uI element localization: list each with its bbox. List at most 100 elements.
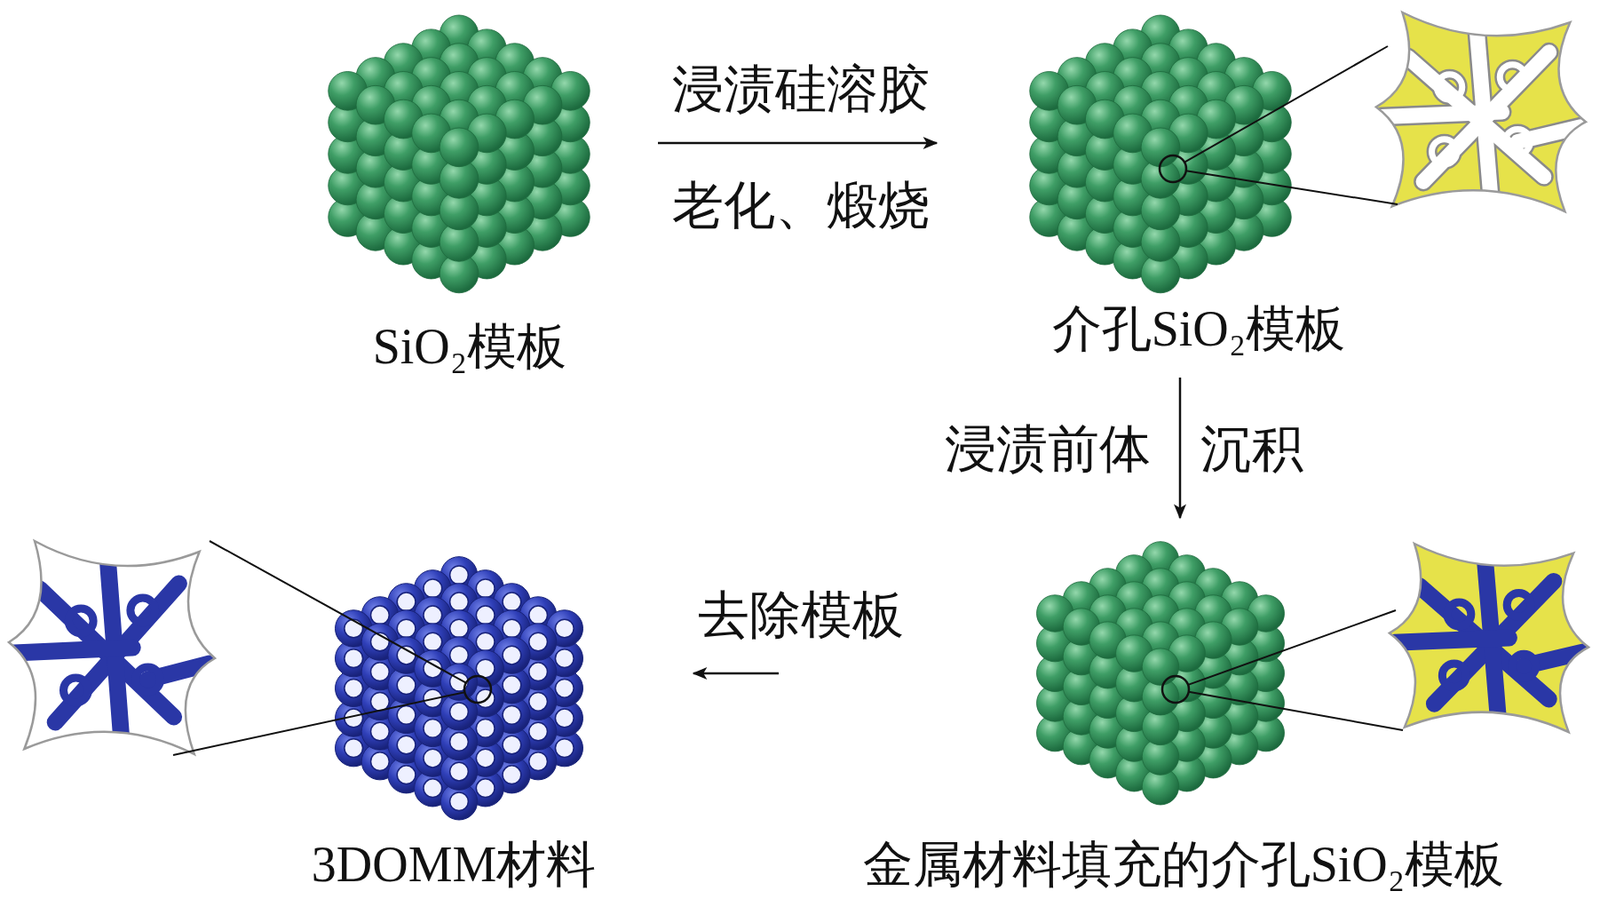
strut-ring bbox=[1436, 74, 1462, 100]
lattice-pore bbox=[450, 792, 469, 811]
lattice-pore bbox=[529, 632, 548, 651]
leader-line bbox=[1188, 609, 1396, 685]
sphere-template bbox=[1029, 15, 1292, 294]
lattice-pore bbox=[423, 578, 443, 598]
strut bbox=[1394, 637, 1510, 642]
lattice-pore bbox=[371, 662, 390, 682]
process-arrow bbox=[693, 672, 779, 675]
zoom-leader bbox=[173, 540, 492, 755]
caption-group: 金属材料填充的介孔SiO₂模板 bbox=[863, 834, 1505, 895]
leader-line bbox=[209, 540, 467, 683]
silica-sphere bbox=[439, 127, 479, 167]
lattice-pore bbox=[423, 778, 443, 798]
strut-ring bbox=[1499, 64, 1525, 90]
lattice-pore bbox=[344, 678, 364, 698]
strut bbox=[14, 647, 133, 653]
strut-ring bbox=[1512, 653, 1537, 678]
lattice-pore bbox=[475, 719, 495, 738]
lattice-pore bbox=[475, 605, 495, 625]
lattice-pore bbox=[529, 721, 548, 741]
silica-sphere bbox=[1140, 127, 1181, 167]
lattice-pore bbox=[450, 592, 469, 611]
stage-caption: 金属材料填充的介孔SiO₂模板 bbox=[863, 834, 1505, 895]
lattice-pore bbox=[396, 645, 416, 665]
zoom-circle bbox=[1159, 155, 1187, 183]
leader-line bbox=[1188, 691, 1403, 730]
step-label: 沉积 bbox=[1198, 418, 1306, 481]
lattice-pore bbox=[502, 765, 522, 785]
void-shape bbox=[1389, 543, 1589, 732]
leader-line bbox=[1184, 46, 1388, 163]
lattice-pore bbox=[344, 649, 364, 668]
lattice-pore bbox=[502, 645, 522, 665]
lattice-pore bbox=[423, 748, 443, 768]
lattice-pore bbox=[529, 691, 548, 711]
lattice-pore bbox=[554, 618, 574, 638]
lattice-pore bbox=[502, 705, 522, 725]
lattice-pore bbox=[423, 605, 443, 625]
strut-ring bbox=[130, 597, 156, 623]
lattice-pore bbox=[396, 618, 416, 638]
sphere-template bbox=[1037, 541, 1285, 805]
lattice-pore bbox=[423, 719, 443, 738]
metal-filling bbox=[1054, 559, 1267, 786]
lattice-pore bbox=[344, 738, 364, 758]
lattice-pore bbox=[475, 578, 495, 598]
strut bbox=[1381, 111, 1503, 118]
stage-box: 介孔SiO₂模板 bbox=[950, 8, 1369, 369]
step-label: 去除模板 bbox=[696, 584, 906, 647]
caption-group: 3DOMM材料 bbox=[311, 834, 596, 895]
lattice-pore bbox=[396, 592, 416, 611]
lattice-pore bbox=[475, 632, 495, 651]
strut-ring bbox=[63, 677, 88, 703]
lattice-pore bbox=[450, 761, 469, 781]
lattice-pore bbox=[475, 658, 495, 678]
step-label: 老化、煅烧 bbox=[670, 174, 932, 238]
zoom-circle bbox=[464, 675, 492, 703]
stage-caption: 3DOMM材料 bbox=[311, 834, 596, 895]
stage-box: 金属材料填充的介孔SiO₂模板 bbox=[843, 526, 1528, 900]
leader-line bbox=[173, 691, 465, 755]
strut-ring bbox=[135, 666, 161, 692]
strut-ring bbox=[1441, 663, 1466, 688]
lattice-pore bbox=[502, 618, 522, 638]
stage-caption: 介孔SiO₂模板 bbox=[1052, 299, 1347, 359]
stage-caption: SiO₂模板 bbox=[372, 316, 568, 377]
process-arrow bbox=[657, 142, 937, 145]
lattice-pore bbox=[450, 618, 469, 638]
lattice-node bbox=[440, 663, 477, 700]
network-struts bbox=[1381, 17, 1581, 207]
strut bbox=[1381, 111, 1503, 118]
zoom-leader bbox=[1159, 46, 1398, 205]
lattice-pore bbox=[371, 605, 390, 625]
process-illustration bbox=[8, 12, 1589, 820]
strut-ring bbox=[1447, 601, 1472, 626]
sphere-template bbox=[328, 15, 591, 294]
lattice-pore bbox=[554, 649, 574, 668]
stage-box: 3DOMM材料 bbox=[266, 532, 658, 900]
step-label: 浸渍硅溶胶 bbox=[670, 58, 932, 121]
lattice-pore bbox=[450, 732, 469, 752]
lattice-pore bbox=[529, 605, 548, 625]
lattice-pore bbox=[529, 662, 548, 682]
lattice-pore bbox=[371, 752, 390, 771]
leader-line bbox=[1186, 170, 1398, 205]
lattice-pore bbox=[371, 721, 390, 741]
strut-ring bbox=[68, 608, 94, 634]
zoom-circle bbox=[1162, 675, 1189, 703]
strut-ring bbox=[1506, 592, 1531, 617]
step-label: 浸渍前体 bbox=[942, 418, 1153, 481]
void-shape bbox=[1376, 12, 1586, 212]
network-struts bbox=[1394, 547, 1585, 727]
caption-group: SiO₂模板 bbox=[372, 316, 568, 377]
lattice-pore bbox=[450, 702, 469, 721]
lattice-pore bbox=[396, 705, 416, 725]
lattice-pore bbox=[502, 592, 522, 611]
zoom-inset bbox=[1389, 543, 1589, 732]
zoom-inset bbox=[8, 540, 215, 754]
lattice-pore bbox=[502, 735, 522, 754]
lattice-pore bbox=[529, 752, 548, 771]
